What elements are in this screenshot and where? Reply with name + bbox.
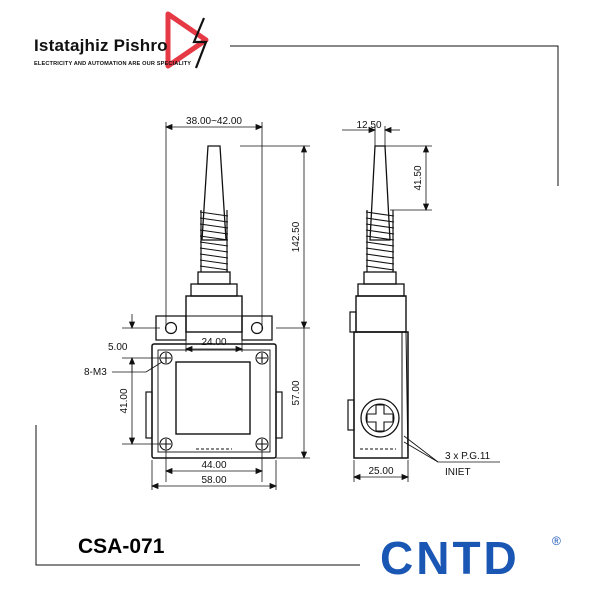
front-dimensions xyxy=(112,122,310,490)
dim-height-top: 142.50 xyxy=(291,221,302,252)
conduit-label: 3 x P.G.11 xyxy=(445,451,491,462)
dim-screw-label: 8-M3 xyxy=(84,367,107,378)
dim-width-total: 58.00 xyxy=(201,475,226,486)
cntd-logo: CNTD xyxy=(380,532,520,584)
dim-side-width-bottom: 25.00 xyxy=(368,466,393,477)
registered-mark: ® xyxy=(552,534,561,548)
dim-hole-spacing: 24.00 xyxy=(201,337,226,348)
front-view xyxy=(145,145,283,459)
dim-side-width-top: 12.50 xyxy=(356,120,381,131)
dim-offset-left: 5.00 xyxy=(108,342,128,353)
dim-side-height-top: 41.50 xyxy=(413,165,424,190)
dim-width-inner: 44.00 xyxy=(201,460,226,471)
frame-lines xyxy=(35,45,559,566)
side-view xyxy=(347,145,409,459)
conduit-sub-label: INIET xyxy=(445,467,471,478)
brand-tagline: ELECTRICITY AND AUTOMATION ARE OUR SPECI… xyxy=(34,61,192,67)
dim-height-right: 57.00 xyxy=(291,380,302,405)
product-model: CSA-071 xyxy=(78,535,165,558)
dim-width-top: 38.00~42.00 xyxy=(186,116,242,127)
brand-logo-icon xyxy=(165,11,209,69)
dim-height-left: 41.00 xyxy=(119,388,130,413)
brand-name: Istatajhiz Pishro xyxy=(34,36,168,55)
side-dimensions xyxy=(342,126,500,482)
